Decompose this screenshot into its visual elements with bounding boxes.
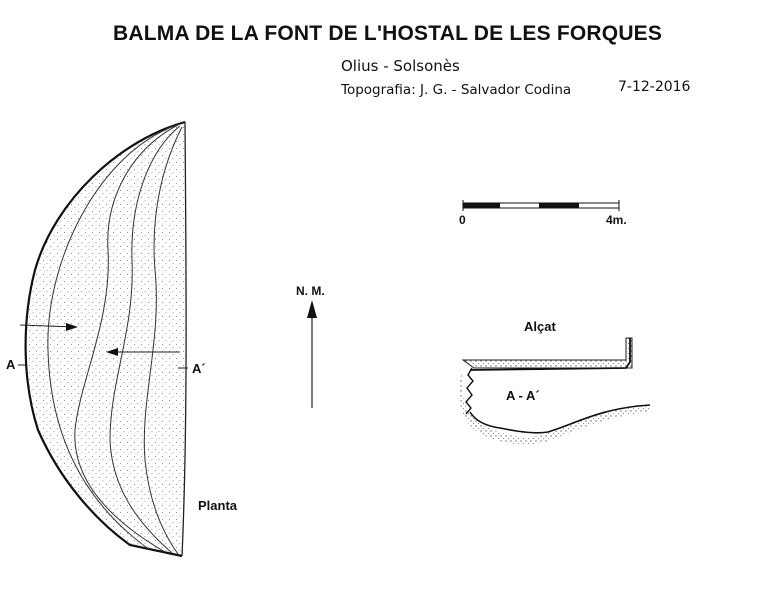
scale-bar xyxy=(462,200,620,211)
plan-label: Planta xyxy=(198,498,238,513)
elevation-label: Alçat xyxy=(524,319,556,334)
section-start-label: A xyxy=(6,357,16,372)
ceiling-rock xyxy=(461,337,633,369)
plan-contour-4 xyxy=(143,126,183,555)
elevation-view xyxy=(459,337,651,445)
scale-end-label: 4m. xyxy=(606,213,627,227)
survey-date: 7-12-2016 xyxy=(618,79,691,95)
floor-line xyxy=(469,404,651,434)
plan-floor-fill xyxy=(25,122,187,556)
plan-contour-3 xyxy=(109,125,181,554)
location-text: Olius - Solsonès xyxy=(341,57,460,75)
scale-start-label: 0 xyxy=(459,213,466,227)
section-line-left xyxy=(19,324,76,328)
plan-contour-2 xyxy=(74,124,179,553)
north-arrow-icon xyxy=(307,300,317,318)
section-arrow-right-icon xyxy=(66,323,78,331)
floor-rock xyxy=(459,368,650,445)
plan-contour-1 xyxy=(47,123,181,551)
topography-credit: Topografia: J. G. - Salvador Codina xyxy=(341,82,572,98)
plan-dripline xyxy=(181,121,187,557)
section-end-label: A´ xyxy=(192,361,206,376)
section-label: A - A´ xyxy=(506,388,540,403)
plan-view xyxy=(18,120,188,558)
back-wall xyxy=(465,367,474,415)
north-arrow xyxy=(307,300,317,408)
ceiling-line xyxy=(469,338,631,371)
north-label: N. M. xyxy=(296,284,325,298)
plan-outer-wall xyxy=(24,120,186,558)
drawing-title: BALMA DE LA FONT DE L'HOSTAL DE LES FORQ… xyxy=(113,22,663,45)
section-arrow-left-icon xyxy=(106,348,118,356)
